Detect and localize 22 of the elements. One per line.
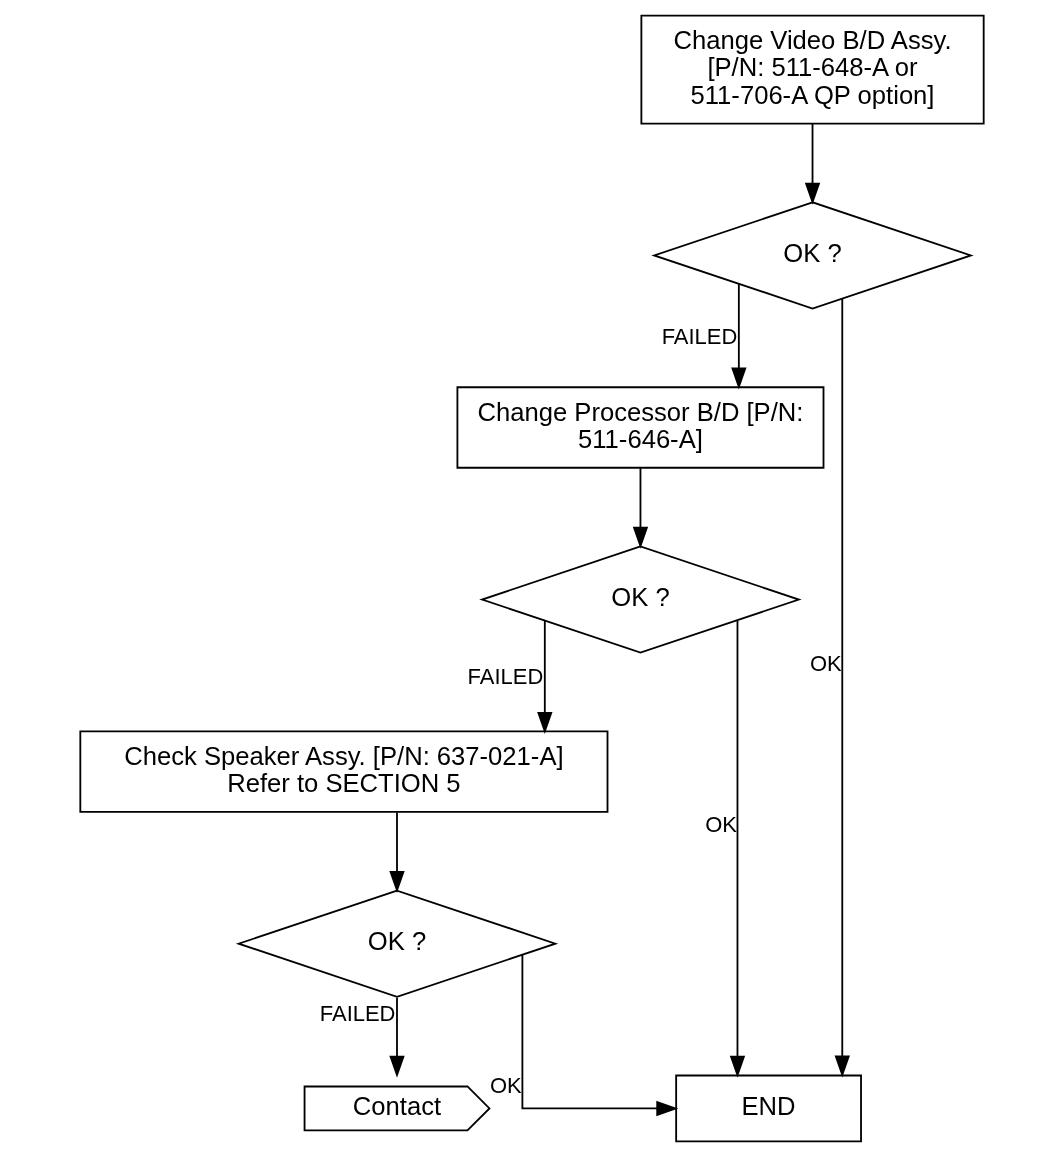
arrow [388,996,405,1078]
arrow [834,297,850,1078]
arrow [520,954,678,1117]
arrow [804,122,820,205]
edge-label: OK [704,812,737,838]
arrow [536,619,552,735]
edge-label: OK [809,651,842,677]
arrow [729,619,745,1078]
node-box: Change Video B/D Assy. [P/N: 511-648-A or 511-706-A QP option] [639,14,985,125]
edge-label: FAILED [467,664,543,690]
edge-label: FAILED [319,1000,395,1026]
arrow [730,282,747,390]
node-diamond: OK ? [235,889,558,998]
node-diamond: OK ? [650,201,974,310]
node-box: Change Processor B/D [P/N: 511-646-A] [456,386,824,469]
node-diamond: OK ? [478,545,802,654]
arrow [632,467,648,549]
edge-label: OK [489,1072,522,1098]
edge-label: FAILED [661,323,737,349]
node-box: END [674,1074,862,1143]
node-box: Check Speaker Assy. [P/N: 637-021-A] Refer to SECTION 5 [78,730,608,813]
arrow [388,811,405,893]
